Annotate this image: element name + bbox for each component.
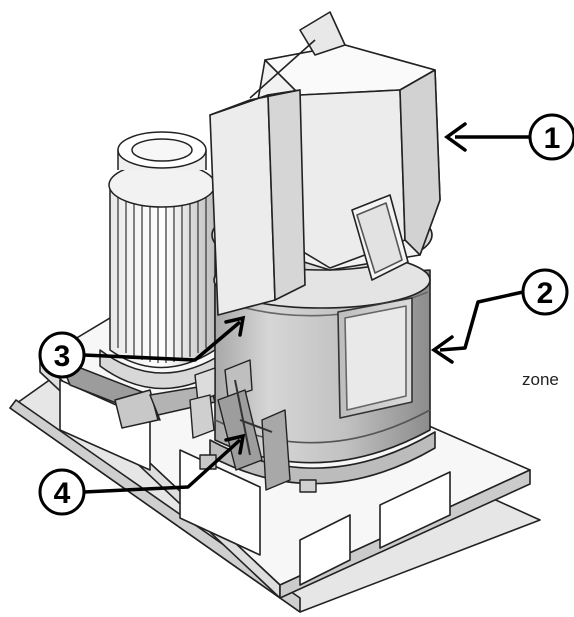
callout-1-number: 1	[544, 122, 561, 155]
callout-2-arrow	[439, 290, 524, 352]
callout-4-number: 4	[54, 477, 71, 510]
hood	[209, 11, 441, 316]
callout-4-arrow	[83, 438, 242, 494]
callout-3-arrow	[83, 320, 242, 362]
zone-label: zone	[522, 370, 559, 389]
clamp-assembly	[189, 359, 317, 493]
callout-2-number: 2	[537, 277, 554, 310]
callout-2-arrowhead	[430, 335, 454, 364]
callout-3-number: 3	[54, 340, 71, 373]
callout-4-arrowhead	[224, 433, 246, 455]
drive-shaft	[59, 359, 216, 429]
callout-4: 4	[38, 433, 246, 516]
motor	[99, 131, 226, 390]
callout-2: 2	[430, 268, 569, 364]
callout-3: 3	[38, 315, 246, 379]
callout-1-arrowhead	[444, 122, 467, 152]
callout-3-arrowhead	[224, 315, 246, 337]
callout-1: 1	[444, 113, 574, 161]
